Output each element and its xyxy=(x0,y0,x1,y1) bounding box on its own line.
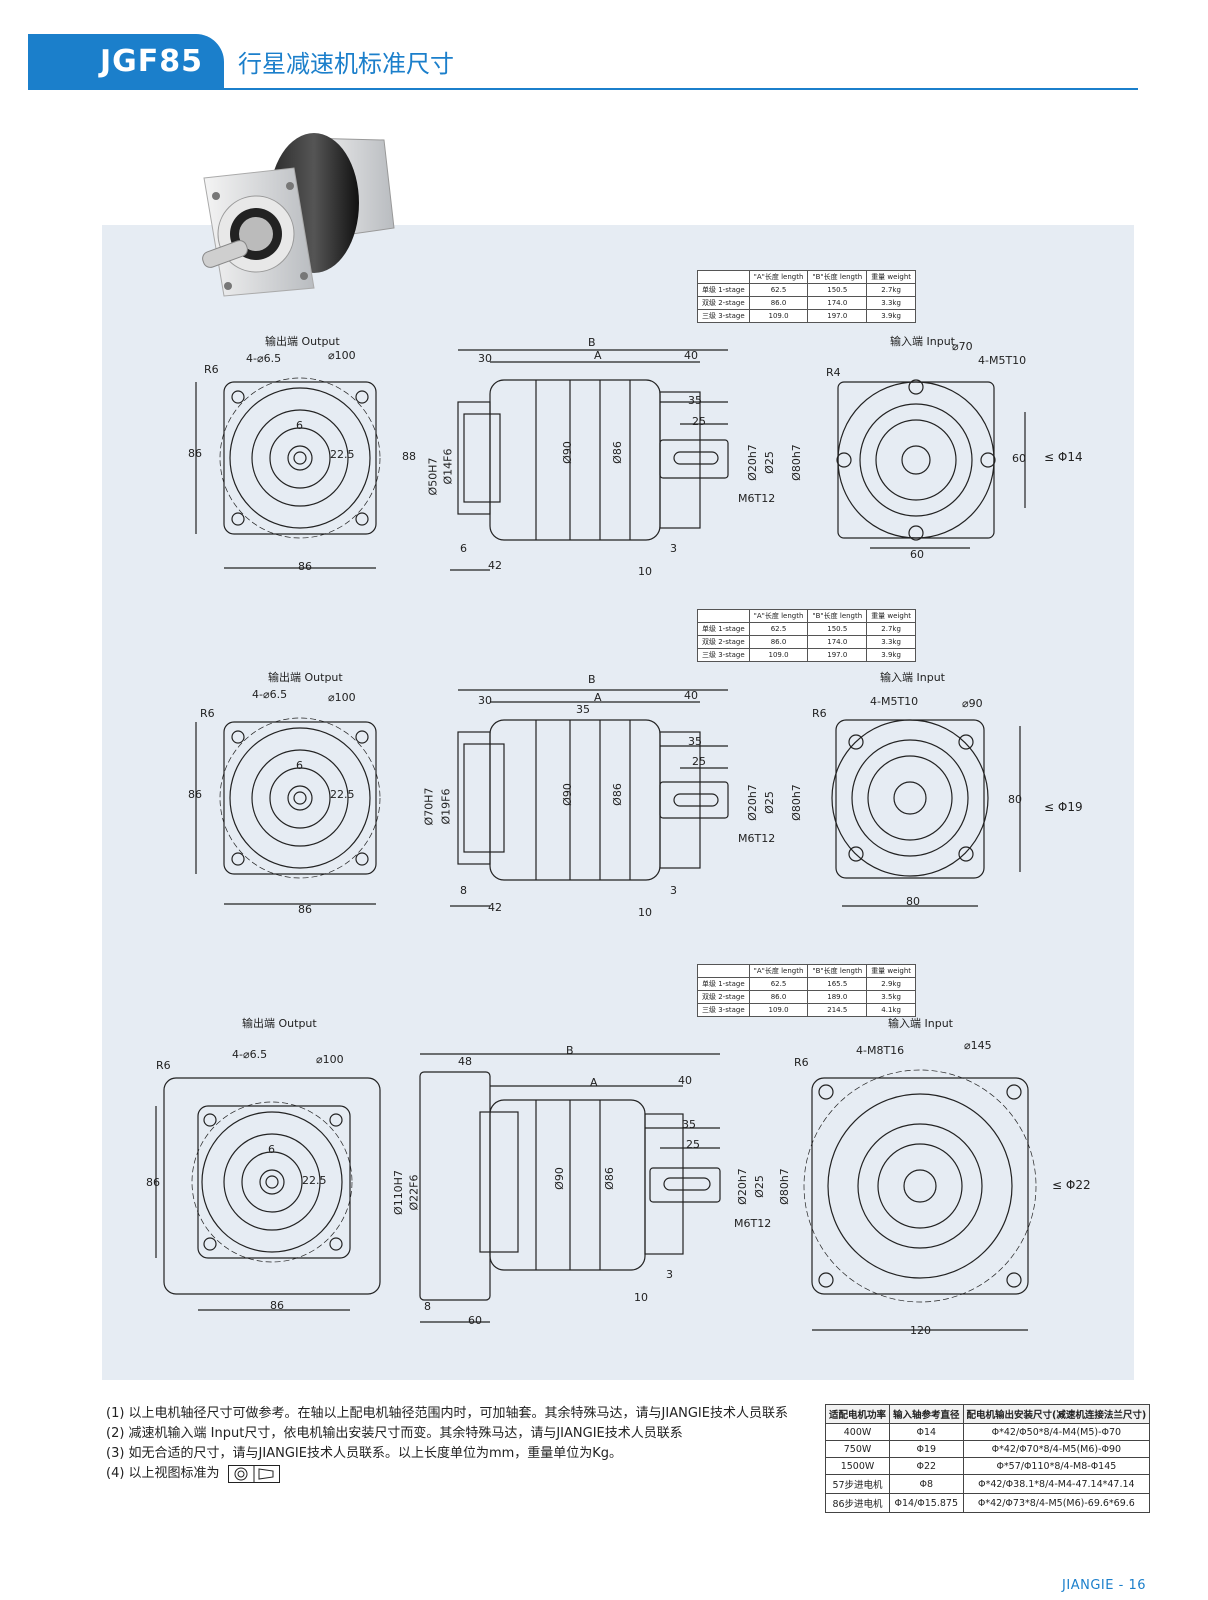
projection-symbol-icon xyxy=(227,1464,280,1483)
brand-name: JIANGIE xyxy=(1062,1578,1114,1593)
gearbox-photo xyxy=(202,133,395,297)
header-divider xyxy=(28,88,224,90)
page-header: JGF85 行星减速机标准尺寸 xyxy=(28,34,1138,92)
note-1: (1) 以上电机轴径尺寸可做参考。在轴以上配电机轴径范围内时，可加轴套。其余特殊… xyxy=(106,1406,788,1421)
page-footer: JIANGIE - 16 xyxy=(1062,1578,1146,1593)
shaft-limit-2: ≤ Φ19 xyxy=(1044,800,1083,814)
input-label-2: 输入端 Input xyxy=(880,671,945,684)
input-label-1: 输入端 Input xyxy=(890,335,955,348)
drawing-3 xyxy=(155,1053,1037,1331)
shaft-limit-1: ≤ Φ14 xyxy=(1044,450,1083,464)
output-label-1: 输出端 Output xyxy=(265,335,340,348)
notes: (1) 以上电机轴径尺寸可做参考。在轴以上配电机轴径范围内时，可加轴套。其余特殊… xyxy=(106,1404,788,1484)
page-number: 16 xyxy=(1128,1578,1146,1593)
model-tag: JGF85 xyxy=(28,34,224,90)
note-3: (3) 如无合适的尺寸，请与JIANGIE技术人员联系。以上长度单位为mm，重量… xyxy=(106,1446,623,1461)
drawing-1 xyxy=(195,349,1026,571)
page-title: 行星减速机标准尺寸 xyxy=(238,50,454,78)
footer-separator: - xyxy=(1118,1578,1124,1593)
note-2: (2) 减速机输入端 Input尺寸，依电机输出安装尺寸而变。其余特殊马达，请与… xyxy=(106,1426,683,1441)
drawing-2 xyxy=(195,689,1021,907)
output-label-2: 输出端 Output xyxy=(268,671,343,684)
header-rule xyxy=(224,88,1138,90)
output-label-3: 输出端 Output xyxy=(242,1017,317,1030)
note-4: (4) 以上视图标准为 xyxy=(106,1464,788,1484)
shaft-limit-3: ≤ Φ22 xyxy=(1052,1178,1091,1192)
input-label-3: 输入端 Input xyxy=(888,1017,953,1030)
